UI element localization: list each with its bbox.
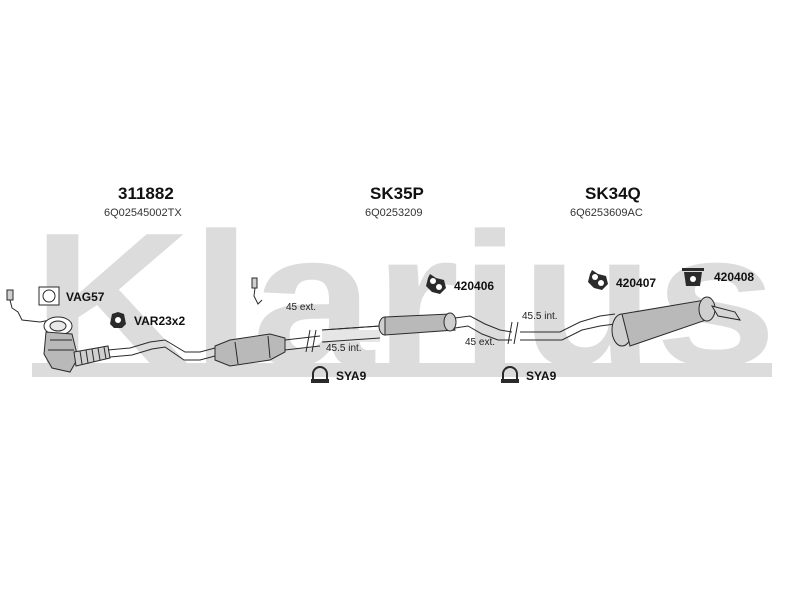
part-number-sk35p: SK35P [370, 184, 424, 203]
gasket-ring-icon [38, 286, 60, 306]
accessory-vag57: VAG57 [66, 290, 105, 304]
second-sensor-icon [251, 277, 263, 305]
accessory-420407: 420407 [616, 276, 657, 290]
joint-marker-right [507, 321, 519, 345]
svg-text:Klarius: Klarius [32, 215, 777, 380]
part-number-sk34q: SK34Q [585, 184, 641, 203]
watermark-underline [32, 363, 772, 377]
centre-silencer-icon [378, 312, 457, 336]
rubber-hanger-icon [426, 274, 446, 294]
accessory-sya9-first: SYA9 [336, 369, 367, 383]
accessory-420408: 420408 [714, 270, 755, 284]
dimension-45-5-int-right: 45.5 int. [522, 311, 558, 322]
joint-marker-left [305, 329, 317, 353]
rubber-hanger-icon [588, 270, 608, 290]
dimension-45-ext-right: 45 ext. [465, 337, 496, 348]
lambda-sensor-icon [6, 289, 51, 323]
front-catalytic-converter-icon [43, 316, 79, 373]
rear-silencer-icon [611, 296, 716, 347]
rubber-mount-icon [110, 312, 126, 328]
klarius-watermark-logo: Klarius [32, 215, 777, 380]
flexible-pipe-icon [73, 345, 111, 367]
tail-pipe-icon [710, 305, 742, 321]
oem-number-sk35p: 6Q0253209 [365, 207, 423, 219]
oem-number-sk34q: 6Q6253609AC [570, 207, 643, 219]
pipe-clamp-icon [501, 366, 519, 383]
accessory-var23x2: VAR23x2 [134, 314, 186, 328]
part-number-311882: 311882 [118, 184, 174, 203]
front-pipe [107, 339, 216, 353]
pipe-clamp-icon [311, 366, 329, 383]
dimension-45-ext-left: 45 ext. [286, 302, 317, 313]
accessory-sya9-second: SYA9 [526, 369, 557, 383]
accessory-420406: 420406 [454, 279, 495, 293]
oem-number-311882: 6Q02545002TX [104, 207, 182, 219]
rubber-hanger-icon [682, 268, 704, 286]
dimension-45-5-int-left: 45.5 int. [326, 343, 362, 354]
mid-catalytic-converter-icon [214, 333, 286, 367]
